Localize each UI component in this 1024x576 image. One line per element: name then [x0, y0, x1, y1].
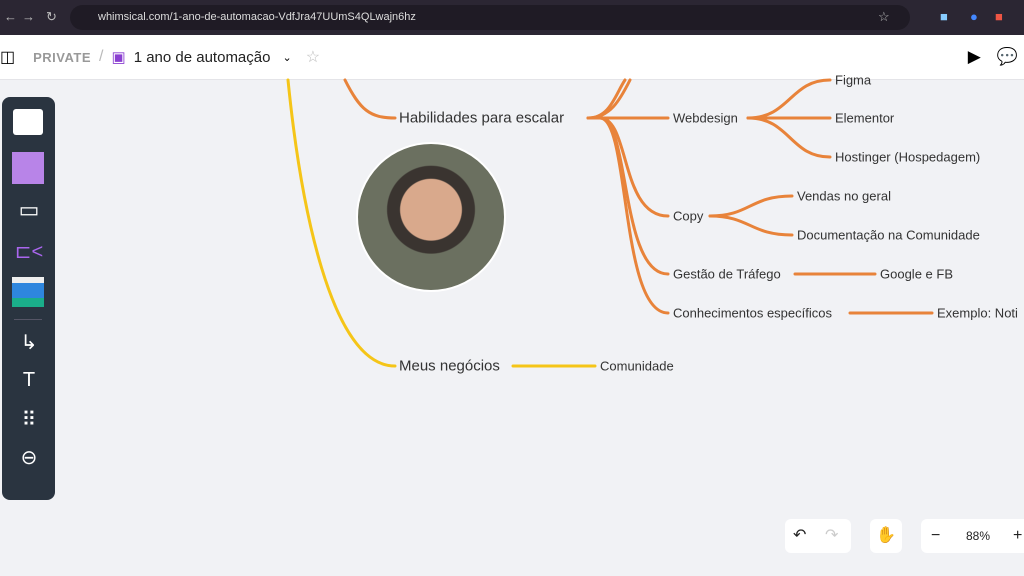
favorite-star-icon[interactable]: ☆ — [305, 49, 321, 66]
connector — [708, 194, 794, 218]
comments-icon[interactable]: 💬 — [996, 47, 1018, 66]
sidebar-toggle-icon[interactable]: ◫ — [0, 49, 16, 66]
breadcrumb-separator: / — [99, 48, 104, 65]
reload-icon[interactable]: ↻ — [46, 9, 57, 24]
history-controls: ↶ ↷ — [785, 519, 851, 553]
zoom-in-button[interactable]: + — [1013, 527, 1023, 544]
sticky-note-tool-icon[interactable] — [12, 152, 44, 184]
workspace-link[interactable]: PRIVATE — [33, 49, 92, 65]
url-bar[interactable]: whimsical.com/1-ano-de-automacao-VdfJra4… — [70, 5, 910, 30]
node-webdesign[interactable]: Webdesign — [673, 110, 738, 126]
connector — [708, 214, 794, 237]
board-icon: ▣ — [111, 49, 126, 66]
node-exemplo[interactable]: Exemplo: Noti — [937, 305, 1018, 321]
extension-icon[interactable]: ■ — [995, 9, 1003, 24]
redo-icon[interactable]: ↷ — [825, 527, 839, 544]
page-title[interactable]: 1 ano de automação — [133, 48, 271, 66]
card-tool-icon[interactable] — [13, 109, 43, 135]
node-hostinger[interactable]: Hostinger (Hospedagem) — [835, 149, 981, 165]
present-icon[interactable]: ▶ — [967, 47, 981, 66]
extension-icon[interactable]: ■ — [940, 9, 948, 24]
extension-icon[interactable]: ● — [970, 9, 978, 24]
node-google-fb[interactable]: Google e FB — [880, 266, 953, 282]
star-icon[interactable]: ☆ — [878, 9, 890, 24]
node-copy[interactable]: Copy — [673, 208, 704, 224]
node-negocios[interactable]: Meus negócios — [399, 357, 500, 375]
zoom-controls: − 88% + — [921, 519, 1024, 553]
node-habilidades[interactable]: Habilidades para escalar — [399, 109, 565, 127]
connector — [746, 116, 832, 159]
connector — [598, 116, 670, 218]
back-icon[interactable]: ← — [4, 9, 17, 24]
grid-tool-icon[interactable]: ⠿ — [21, 409, 37, 431]
node-conhecimentos[interactable]: Conhecimentos específicos — [673, 305, 832, 321]
undo-icon[interactable]: ↶ — [793, 527, 807, 544]
connector-tool-icon[interactable]: ↳ — [20, 332, 38, 354]
url-text: whimsical.com/1-ano-de-automacao-VdfJra4… — [98, 11, 416, 23]
hand-tool-icon[interactable]: ✋ — [870, 519, 902, 553]
app-header: ◫ PRIVATE / ▣ 1 ano de automação ⌄ ☆ ▶ 💬 — [0, 35, 1024, 80]
node-comunidade[interactable]: Comunidade — [600, 358, 674, 374]
node-documentacao[interactable]: Documentação na Comunidade — [797, 227, 980, 243]
forward-icon[interactable]: → — [22, 9, 35, 24]
chevron-down-icon[interactable]: ⌄ — [282, 51, 292, 64]
divider — [14, 319, 42, 320]
browser-bar: ← → ↻ whimsical.com/1-ano-de-automacao-V… — [0, 0, 1024, 35]
connector — [746, 78, 832, 120]
link-tool-icon[interactable]: ⊖ — [20, 447, 38, 469]
left-toolbar: ▭ ⊏< ↳ T ⠿ ⊖ — [2, 97, 55, 500]
node-trafego[interactable]: Gestão de Tráfego — [673, 266, 781, 282]
flowchart-tool-icon[interactable] — [12, 277, 44, 307]
connector — [598, 116, 670, 315]
node-elementor[interactable]: Elementor — [835, 110, 895, 126]
zoom-level[interactable]: 88% — [966, 529, 991, 543]
webcam-avatar — [356, 142, 506, 292]
zoom-out-button[interactable]: − — [931, 527, 941, 544]
node-figma[interactable]: Figma — [835, 72, 872, 88]
text-tool-icon[interactable]: T — [22, 369, 36, 391]
wireframe-tool-icon[interactable]: ▭ — [18, 197, 40, 222]
node-vendas[interactable]: Vendas no geral — [797, 188, 891, 204]
connector — [586, 78, 632, 120]
connector — [343, 78, 397, 120]
connector — [286, 78, 397, 368]
mindmap-tool-icon[interactable]: ⊏< — [14, 241, 44, 263]
